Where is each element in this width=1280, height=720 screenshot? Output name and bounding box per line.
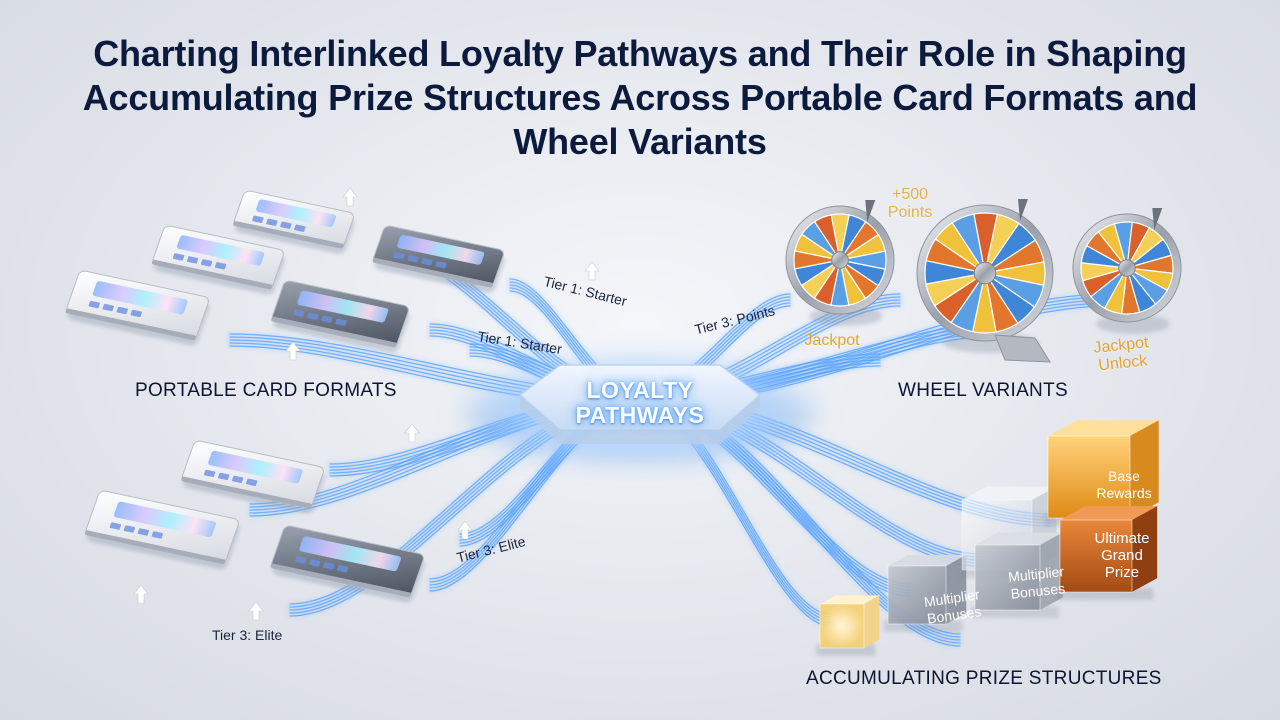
cube-label-grand-prize: Ultimate Grand Prize (1086, 530, 1158, 581)
loyalty-pathways-hub (450, 350, 830, 470)
wheel-pointer-icon (1018, 199, 1028, 221)
wheel-small-right (1072, 208, 1182, 334)
up-arrow-icon (342, 187, 358, 207)
portable-card-formats (65, 190, 505, 603)
cube-label-grand-line3: Prize (1104, 564, 1140, 581)
up-arrow-icon (248, 601, 264, 621)
wheel-large-center (916, 199, 1054, 353)
section-label-wheels: WHEEL VARIANTS (898, 380, 1068, 401)
cube-label-grand-line2: Grand (1101, 547, 1143, 564)
loyalty-card (270, 525, 425, 603)
wheel-small-left (785, 200, 895, 326)
loyalty-card (271, 280, 410, 353)
loyalty-card (84, 490, 240, 570)
cube-label-grand-line1: Ultimate (1094, 530, 1150, 547)
section-label-prizes: ACCUMULATING PRIZE STRUCTURES (806, 668, 1162, 689)
hub-label: LOYALTY PATHWAYS (520, 378, 760, 428)
loyalty-card (151, 225, 285, 295)
hub-label-line2: PATHWAYS (575, 402, 705, 428)
accumulating-prize-structures (816, 420, 1159, 656)
wheel-label-points: +500 Points (880, 186, 940, 222)
loyalty-card (181, 440, 325, 514)
progress-arrows (133, 187, 600, 621)
cube-label-multiplier-right: Multiplier Bonuses (1000, 562, 1073, 603)
prize-cube-glow (816, 595, 880, 656)
wheel-variants (785, 199, 1182, 363)
wheel-pointer-icon (865, 200, 876, 222)
cube-label-base-line2: Rewards (1096, 485, 1152, 501)
prize-cube-grand-prize (1056, 506, 1158, 600)
loyalty-card (65, 270, 210, 346)
up-arrow-icon (584, 261, 600, 281)
diagram-title: Charting Interlinked Loyalty Pathways an… (82, 33, 1198, 162)
wheel-label-jackpot: Jackpot (804, 332, 860, 349)
cube-label-base-rewards: Base Rewards (1092, 468, 1156, 502)
up-arrow-icon (133, 584, 149, 604)
hub-label-line1: LOYALTY (586, 377, 694, 403)
up-arrow-icon (285, 341, 301, 361)
wheel-label-points-line2: Points (887, 204, 933, 221)
cube-label-base-line1: Base (1108, 468, 1140, 484)
prize-cube-multiplier-left (884, 554, 967, 632)
wheel-stand (994, 334, 1051, 363)
loyalty-card (372, 225, 505, 293)
wheel-label-points-line1: +500 (891, 186, 929, 203)
wheel-pointer-icon (1152, 208, 1163, 230)
prize-cube-base-rewards (1044, 420, 1159, 526)
up-arrow-icon (457, 520, 473, 540)
up-arrow-icon (404, 423, 420, 443)
loyalty-card (233, 190, 355, 254)
tier-label-elite-lower: Tier 3: Elite (212, 627, 283, 643)
section-label-cards: PORTABLE CARD FORMATS (135, 380, 397, 401)
